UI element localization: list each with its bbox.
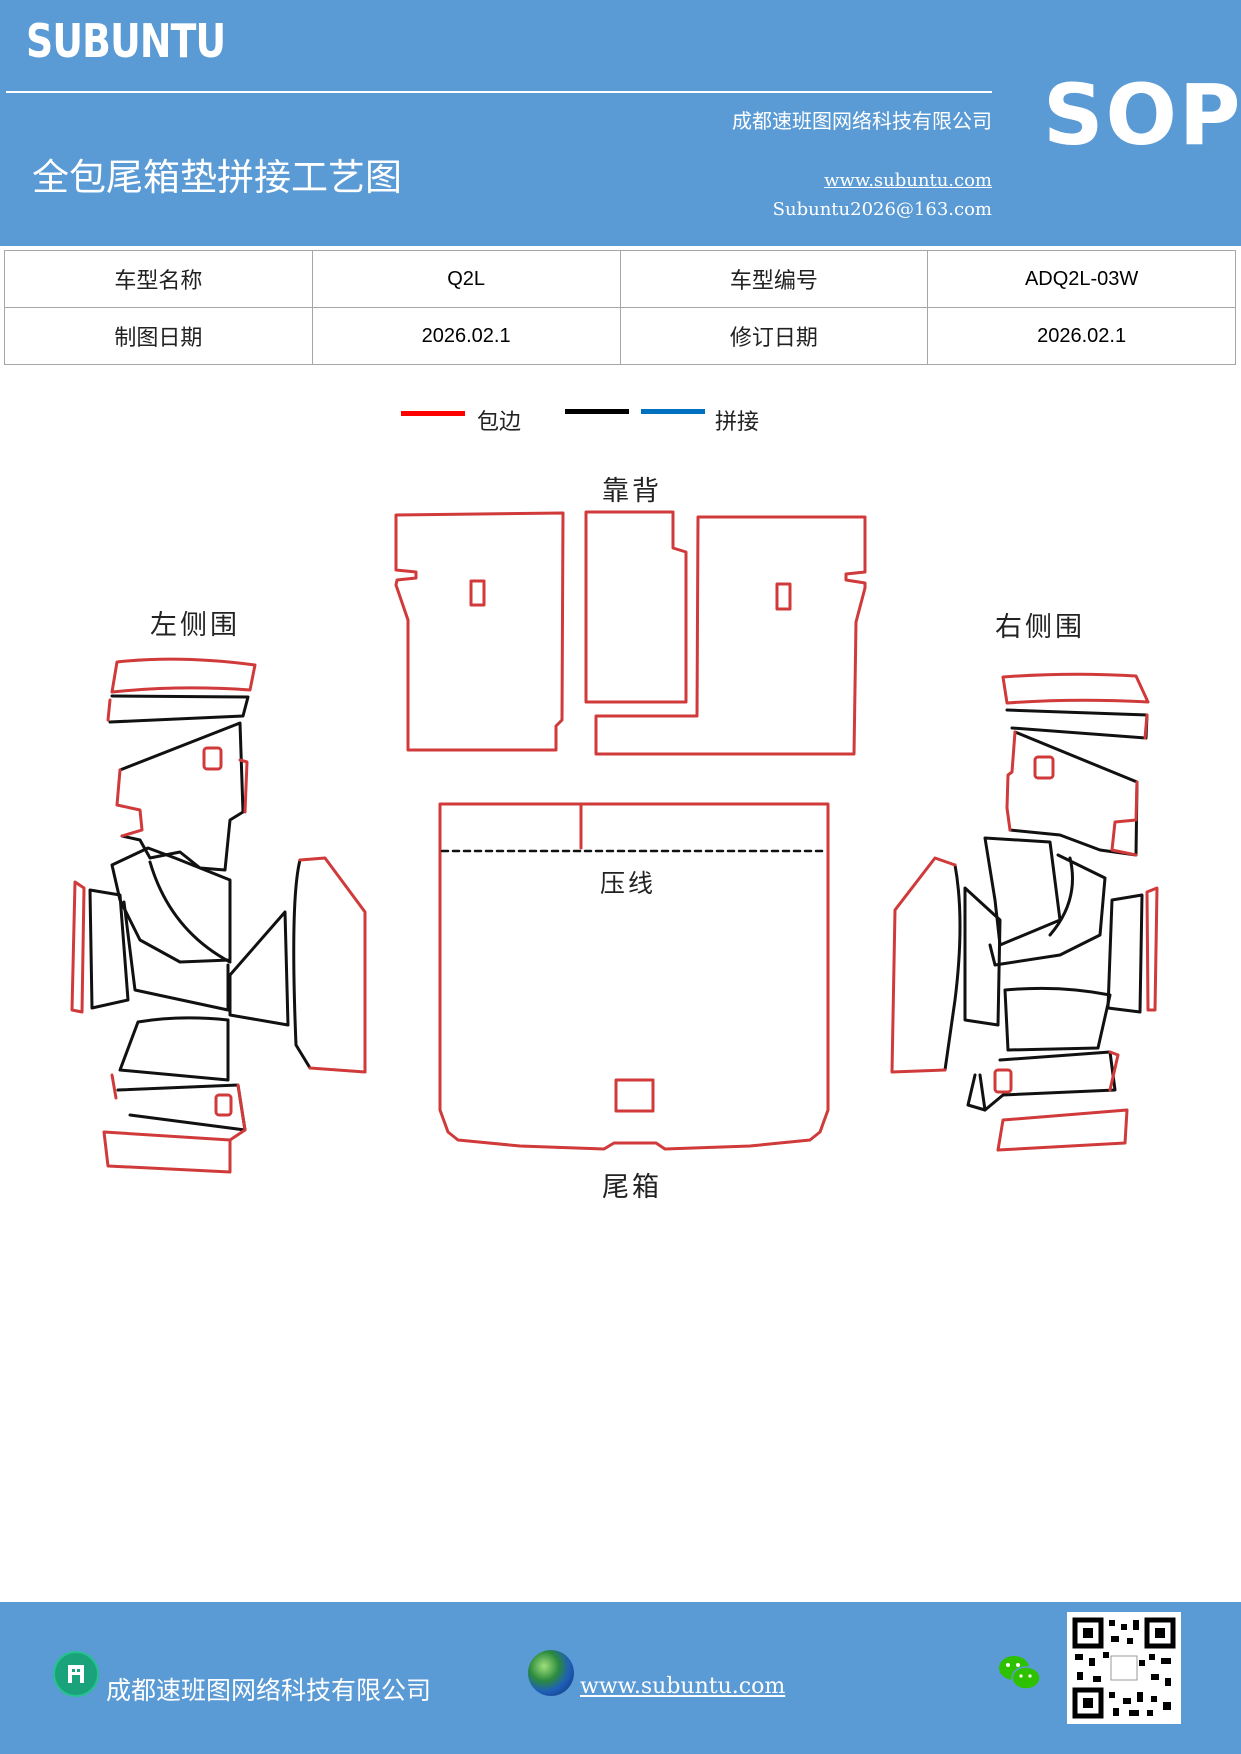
- left-piece-bottom-slot: [214, 1093, 233, 1117]
- backrest-middle-panel: [584, 510, 688, 704]
- header-company-name: 成都速班图网络科技有限公司: [732, 109, 992, 133]
- left-piece-strip: [108, 694, 250, 724]
- right-piece-center: [983, 836, 1062, 947]
- left-piece-upper-edge: [115, 758, 249, 838]
- left-piece-upper: [118, 721, 245, 872]
- revision-date-label: 修订日期: [619, 307, 929, 365]
- right-piece-mid: [1003, 986, 1112, 1052]
- table-row: 车型名称 Q2L 车型编号 ADQ2L-03W: [4, 250, 1236, 308]
- right-piece-bottom-slot: [993, 1068, 1013, 1094]
- footer-company-name: 成都速班图网络科技有限公司: [106, 1676, 432, 1705]
- left-piece-outer-2: [70, 880, 86, 1014]
- right-piece-strip: [1005, 708, 1149, 740]
- left-piece-lower: [118, 1016, 230, 1082]
- sop-label: SOP: [1043, 66, 1241, 164]
- right-side-label: 右侧围: [995, 612, 1085, 643]
- right-piece-top: [1001, 672, 1150, 705]
- legend-red-line: [401, 411, 465, 416]
- legend-binding-label: 包边: [477, 410, 522, 435]
- trunk-floor-panel: [438, 802, 830, 1151]
- model-code-label: 车型编号: [619, 250, 929, 308]
- qr-code: [1067, 1612, 1181, 1724]
- right-piece-arch: [988, 853, 1107, 967]
- right-piece-small-tab: [966, 1073, 987, 1112]
- right-piece-upper: [1008, 730, 1139, 857]
- left-piece-pillar: [292, 858, 312, 1070]
- backrest-label: 靠背: [602, 476, 662, 507]
- legend-splice-label: 拼接: [715, 410, 760, 435]
- left-piece-arch: [122, 860, 232, 1012]
- right-piece-slot: [1033, 755, 1055, 780]
- model-name-label: 车型名称: [4, 250, 313, 308]
- backrest-right-panel: [594, 515, 867, 756]
- right-piece-pillar-edge: [890, 856, 957, 1074]
- trunk-handle-slot: [614, 1078, 655, 1113]
- left-piece-bottom-edge: [110, 1073, 247, 1142]
- document-title: 全包尾箱垫拼接工艺图: [32, 156, 402, 199]
- left-piece-slot: [202, 746, 223, 771]
- left-piece-outer-1: [88, 888, 130, 1010]
- trunk-label: 尾箱: [602, 1172, 662, 1203]
- left-piece-right: [228, 910, 290, 1027]
- model-code-value: ADQ2L-03W: [927, 250, 1236, 308]
- left-piece-top: [110, 657, 257, 694]
- backrest-left-panel: [394, 511, 565, 752]
- table-row: 制图日期 2026.02.1 修订日期 2026.02.1: [4, 307, 1236, 365]
- revision-date-value: 2026.02.1: [927, 307, 1236, 365]
- header-divider: [6, 91, 992, 93]
- right-piece-upper-edge: [1005, 730, 1139, 857]
- wechat-icon[interactable]: [996, 1651, 1044, 1693]
- brand-logo: SUBUNTU: [26, 14, 226, 68]
- trunk-mat-diagram: [70, 510, 1159, 1174]
- crease-label: 压线: [600, 869, 657, 898]
- right-piece-lower: [983, 1050, 1117, 1112]
- right-piece-pillar: [943, 863, 962, 1072]
- right-piece-strip-edge: [1143, 713, 1149, 740]
- header-banner: [0, 0, 1241, 246]
- left-piece-bottom: [102, 1130, 232, 1174]
- header-website-link[interactable]: www.subuntu.com: [824, 170, 992, 191]
- model-name-value: Q2L: [311, 250, 621, 308]
- backrest-left-slot: [469, 579, 486, 607]
- right-piece-outer-1: [1106, 893, 1144, 1014]
- right-piece-lower-edge: [1108, 1050, 1120, 1092]
- globe-icon: [528, 1650, 574, 1696]
- backrest-right-slot: [775, 582, 792, 611]
- right-piece-left: [963, 886, 1002, 1027]
- vehicle-info-table: 车型名称 Q2L 车型编号 ADQ2L-03W 制图日期 2026.02.1 修…: [4, 250, 1236, 365]
- legend-black-line: [565, 409, 629, 414]
- left-piece-strip-edge: [106, 698, 112, 722]
- building-icon: [53, 1651, 99, 1697]
- right-piece-bottom: [996, 1108, 1129, 1152]
- header-email: Subuntu2026@163.com: [772, 199, 992, 220]
- drawing-date-value: 2026.02.1: [311, 307, 621, 365]
- left-piece-pillar-edge: [298, 856, 367, 1074]
- drawing-date-label: 制图日期: [4, 307, 313, 365]
- left-piece-bottom-strip: [116, 1083, 247, 1132]
- left-side-label: 左侧围: [150, 610, 240, 641]
- legend-blue-line: [641, 409, 705, 414]
- right-piece-outer-2: [1145, 886, 1159, 1012]
- footer-website-link[interactable]: www.subuntu.com: [580, 1674, 786, 1699]
